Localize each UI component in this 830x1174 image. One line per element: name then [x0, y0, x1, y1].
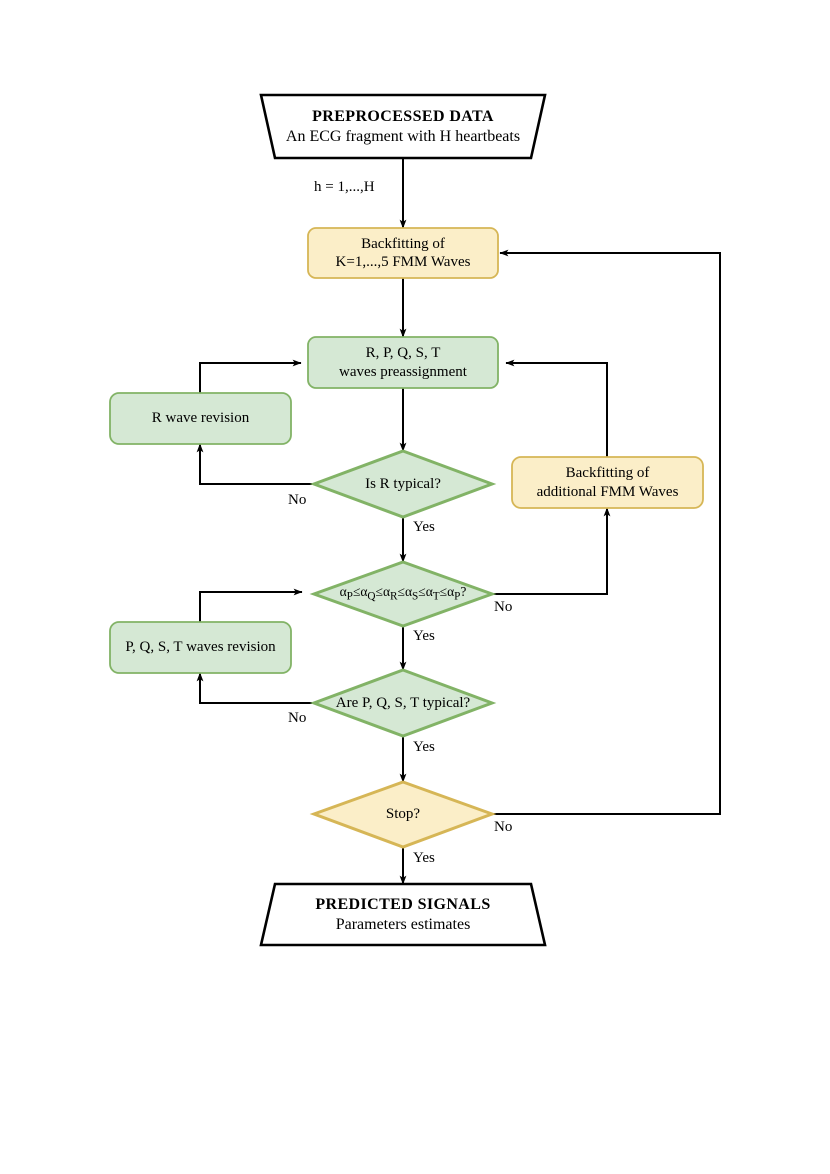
edge-label-stop-no: No — [494, 819, 513, 835]
edge-label-pqst-yes: Yes — [413, 739, 435, 755]
shape-preassignment — [307, 336, 499, 389]
shape-backfitting-k5 — [307, 227, 499, 279]
shape-alpha-order — [309, 560, 497, 628]
edge-alpha-no-to-backfitting-additional — [492, 507, 611, 595]
edge-label-is-r-no: No — [288, 492, 307, 508]
edge-label-pqst-no: No — [288, 710, 307, 726]
edge-label-h-loop: h = 1,...,H — [314, 179, 375, 195]
edge-rrevision-to-preassignment — [199, 359, 302, 393]
shape-are-pqst-typical — [309, 668, 497, 738]
shape-is-r-typical — [309, 449, 497, 519]
edge-isr-no-to-rrevision — [196, 443, 312, 485]
edge-label-is-r-yes: Yes — [413, 519, 435, 535]
edge-label-alpha-yes: Yes — [413, 628, 435, 644]
shape-backfitting-additional — [511, 456, 704, 509]
edge-label-alpha-no: No — [494, 599, 513, 615]
edge-pqstrevision-to-alpha — [199, 588, 303, 622]
shape-stop — [309, 780, 497, 849]
shape-r-wave-revision — [109, 392, 292, 445]
edge-stop-no-to-backfitting — [492, 249, 721, 815]
edge-backfitting-additional-to-preassignment — [505, 359, 608, 457]
edge-label-stop-yes: Yes — [413, 850, 435, 866]
shape-predicted-signals — [259, 882, 547, 947]
shape-pqst-revision — [109, 621, 292, 674]
edge-pqst-no-to-revision — [196, 672, 312, 704]
shape-preprocessed-data — [259, 93, 547, 160]
